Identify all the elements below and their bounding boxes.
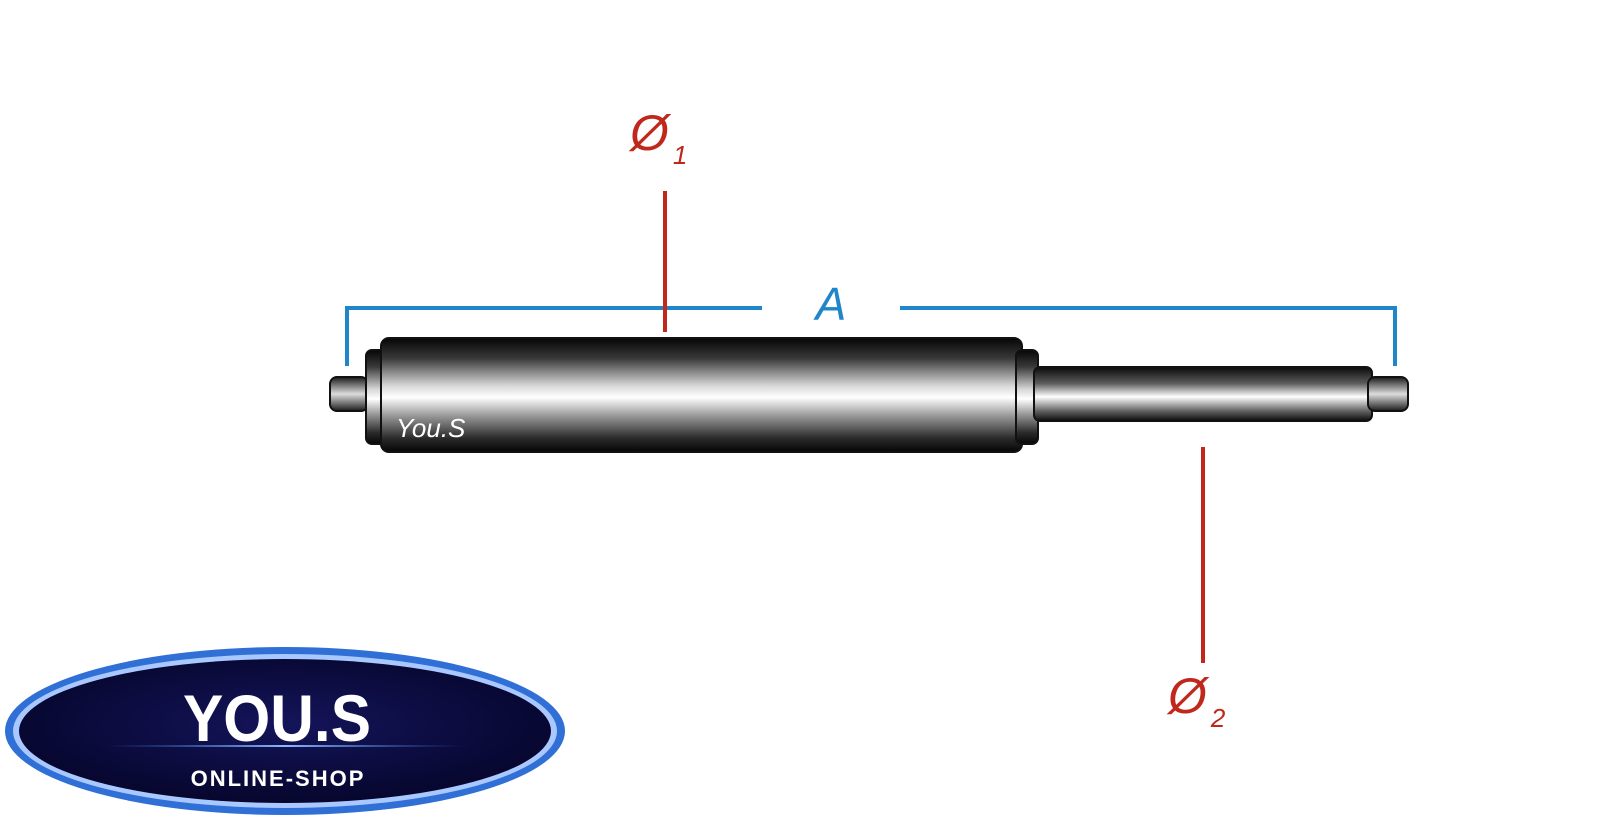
right-end-fitting xyxy=(1367,376,1409,412)
logo-ellipse xyxy=(19,659,551,803)
logo-divider-line xyxy=(105,745,465,747)
dimension-a-label: A xyxy=(813,278,847,330)
cylinder-marking: You.S xyxy=(396,413,466,443)
dimension-a-left-segment xyxy=(345,306,762,366)
dimension-a-bracket: A xyxy=(345,278,1397,366)
left-end-fitting xyxy=(329,376,369,412)
gas-spring-illustration: You.S xyxy=(329,337,1409,453)
diameter-1-subscript: 1 xyxy=(673,140,687,170)
brand-logo: YOU.S ONLINE-SHOP xyxy=(5,647,565,815)
logo-tagline: ONLINE-SHOP xyxy=(191,766,366,791)
cylinder-body xyxy=(380,337,1023,453)
diameter-2-subscript: 2 xyxy=(1210,703,1226,733)
logo-brand-name: YOU.S xyxy=(183,681,371,755)
dimension-a-right-segment xyxy=(900,306,1397,366)
diameter-2-symbol: Ø xyxy=(1166,668,1210,724)
diameter-1-symbol: Ø xyxy=(628,105,672,161)
piston-rod xyxy=(1033,366,1373,422)
